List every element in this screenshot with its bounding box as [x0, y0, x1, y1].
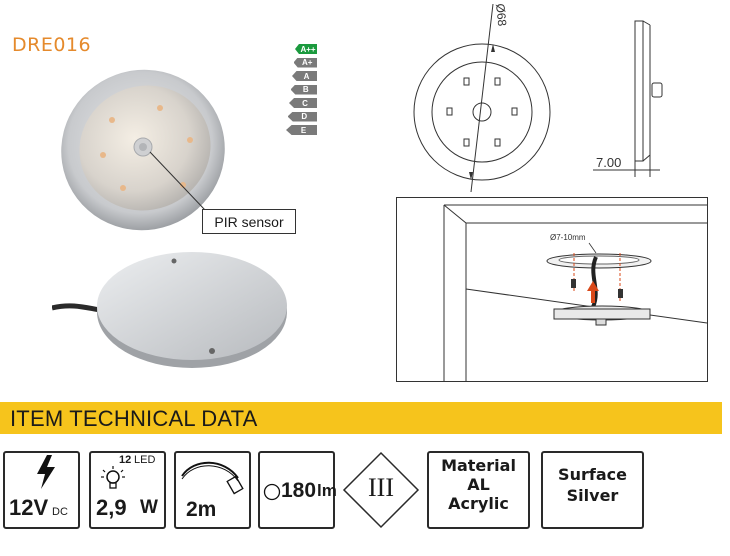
spec-cable: 2m	[174, 451, 251, 529]
material-line1: Material	[441, 456, 516, 475]
surface-line2: Silver	[566, 486, 619, 505]
led-label: LED	[134, 454, 156, 466]
spec-power: 12 LED 2,9 W	[89, 451, 166, 529]
technical-data-banner: ITEM TECHNICAL DATA	[0, 402, 722, 434]
energy-class-row: D	[281, 111, 317, 122]
diamond-icon	[342, 451, 420, 529]
energy-class-e: E	[286, 125, 317, 135]
energy-class-row: C	[281, 98, 317, 108]
lamp-photo-back	[52, 252, 287, 368]
material-line3: Acrylic	[448, 494, 509, 513]
technical-drawing-front: Ø68	[413, 3, 551, 193]
power-unit: W	[140, 497, 158, 518]
lightning-icon	[37, 455, 55, 489]
product-code: DRE016	[12, 34, 92, 56]
spec-lumen: 180 lm	[258, 451, 337, 529]
energy-class-row: E	[281, 125, 317, 135]
lamp-photo-front	[61, 69, 225, 231]
energy-class-row: A	[281, 71, 317, 81]
material-line2: AL	[467, 475, 490, 494]
thickness-label: 7.00	[596, 155, 621, 170]
energy-class-aplusplus: A++	[295, 44, 317, 54]
diameter-label: Ø68	[493, 3, 509, 27]
surface-line1: Surface	[558, 465, 627, 484]
energy-class-row: B	[281, 84, 317, 95]
energy-class-aplus: A+	[293, 57, 317, 68]
energy-class-d: D	[287, 111, 317, 122]
voltage-unit: DC	[52, 506, 68, 518]
energy-class-a: A	[292, 71, 317, 81]
installation-drawing: Ø7-10mm	[396, 197, 708, 382]
technical-drawing-side: 7.00	[593, 20, 663, 177]
spec-protection-class: III	[342, 451, 420, 529]
spec-material: Material AL Acrylic	[427, 451, 530, 529]
cable-icon	[181, 461, 244, 495]
energy-class-row: A+	[281, 57, 317, 68]
led-count: 12	[119, 454, 132, 466]
pir-sensor-label: PIR sensor	[202, 209, 296, 234]
bulb-icon	[101, 466, 125, 489]
energy-class-c: C	[289, 98, 317, 108]
banner-title: ITEM TECHNICAL DATA	[10, 406, 258, 431]
hole-label: Ø7-10mm	[550, 233, 586, 242]
energy-class-row: A++	[281, 44, 317, 54]
energy-class-b: B	[290, 84, 317, 95]
spec-voltage: 12V DC	[3, 451, 80, 529]
voltage-value: 12V	[9, 495, 49, 520]
lumen-unit: lm	[317, 481, 337, 500]
protection-class-value: III	[368, 473, 394, 502]
cable-value: 2m	[186, 498, 217, 521]
lumen-circle-icon	[263, 483, 281, 501]
power-value: 2,9	[96, 495, 127, 520]
spec-surface: Surface Silver	[541, 451, 644, 529]
lumen-value: 180	[281, 479, 317, 502]
